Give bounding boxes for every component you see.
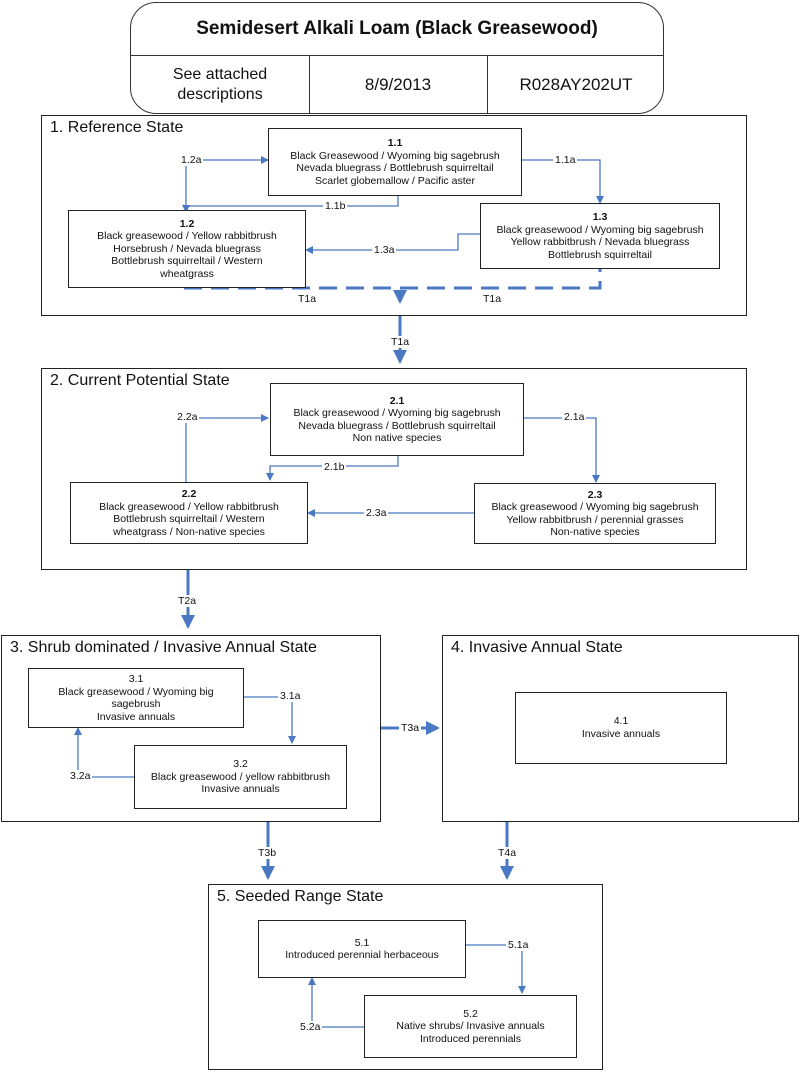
phase-line: Native shrubs/ Invasive annuals: [396, 1020, 545, 1033]
phase-line: Invasive annuals: [96, 710, 176, 723]
phase-number: 5.1: [354, 936, 370, 949]
community-phase-5-1: 5.1 Introduced perennial herbaceous: [258, 920, 466, 978]
state-5-seeded-range: 5. Seeded Range State: [208, 884, 603, 1070]
state-title: 2. Current Potential State: [50, 372, 230, 389]
community-phase-2-2: 2.2 Black greasewood / Yellow rabbitbrus…: [70, 482, 308, 544]
pathway-1-1b-line: [182, 196, 399, 213]
phase-line: Black greasewood / Wyoming big: [58, 685, 214, 698]
community-phase-3-1: 3.1 Black greasewood / Wyoming big sageb…: [28, 668, 244, 728]
community-phase-3-2: 3.2 Black greasewood / yellow rabbitbrus…: [134, 745, 347, 809]
phase-line: Introduced perennial herbaceous: [285, 949, 439, 961]
state-title: 3. Shrub dominated / Invasive Annual Sta…: [10, 639, 317, 656]
pathway-label-5-1a: 5.1a: [506, 939, 531, 951]
community-phase-5-2: 5.2 Native shrubs/ Invasive annuals Intr…: [364, 995, 577, 1058]
pathway-label-1-1a: 1.1a: [553, 154, 578, 166]
community-phase-1-2: 1.2 Black greasewood / Yellow rabbitbrus…: [68, 210, 306, 288]
pathway-label-1-2a: 1.2a: [179, 154, 204, 166]
community-phase-4-1: 4.1 Invasive annuals: [515, 692, 727, 764]
phase-number: 2.2: [181, 488, 197, 500]
phase-line: Black greasewood / Wyoming big sagebrush: [293, 407, 501, 419]
pathway-label-2-3a: 2.3a: [364, 507, 389, 519]
phase-line: Invasive annuals: [581, 727, 661, 740]
pathway-label-1-3a: 1.3a: [372, 244, 397, 256]
transition-label-t3a: T3a: [399, 722, 422, 734]
phase-number: 2.3: [587, 488, 603, 501]
phase-line: Bottlebrush squirreltail: [548, 248, 652, 261]
state-title: 4. Invasive Annual State: [451, 639, 623, 656]
community-phase-1-1: 1.1 Black Greasewood / Wyoming big sageb…: [268, 128, 522, 196]
phase-line: Black Greasewood / Wyoming big sagebrush: [290, 149, 500, 162]
community-phase-1-3: 1.3 Black greasewood / Wyoming big sageb…: [480, 203, 720, 269]
pathway-label-5-2a: 5.2a: [298, 1021, 323, 1033]
phase-number: 5.2: [463, 1007, 478, 1020]
transition-label-t2a: T2a: [176, 595, 199, 607]
phase-line: Black greasewood / Wyoming big sagebrush: [491, 501, 699, 513]
diagram-header: Semidesert Alkali Loam (Black Greasewood…: [130, 2, 664, 114]
phase-line: Nevada bluegrass / Bottlebrush squirrelt…: [298, 419, 496, 432]
state-4-invasive-annual: 4. Invasive Annual State: [442, 635, 799, 822]
phase-line: sagebrush: [111, 698, 161, 710]
pathway-label-2-2a: 2.2a: [175, 411, 200, 423]
phase-line: Scarlet globemallow / Pacific aster: [315, 174, 475, 187]
phase-line: Bottlebrush squirreltail / Western: [111, 255, 263, 268]
transition-label-t1a: T1a: [389, 336, 412, 348]
pathway-2-1a-line: [524, 417, 600, 483]
community-phase-2-3: 2.3 Black greasewood / Wyoming big sageb…: [474, 483, 716, 544]
phase-line: Black greasewood / Yellow rabbitbrush: [99, 500, 279, 513]
diagram-date: 8/9/2013: [309, 55, 488, 113]
pathway-1-1a-line: [522, 159, 604, 204]
phase-line: Black greasewood / Wyoming big sagebrush: [496, 223, 704, 236]
pathway-label-2-1b: 2.1b: [322, 461, 347, 473]
phase-line: Non-native species: [550, 526, 640, 538]
phase-number: 2.1: [389, 394, 405, 407]
phase-line: Non native species: [352, 432, 442, 444]
transition-label-t4a: T4a: [496, 847, 519, 859]
phase-line: Yellow rabbitbrush / Nevada bluegrass: [510, 236, 690, 248]
phase-line: Black greasewood / yellow rabbitbrush: [150, 770, 331, 783]
phase-number: 1.3: [592, 211, 608, 223]
phase-line: Introduced perennials: [420, 1032, 521, 1045]
phase-line: Yellow rabbitbrush / perennial grasses: [506, 513, 684, 526]
state-1-reference: 1. Reference State: [41, 115, 747, 316]
ecological-site-title: Semidesert Alkali Loam (Black Greasewood…: [131, 3, 663, 56]
phase-line: Black greasewood / Yellow rabbitbrush: [97, 230, 277, 243]
phase-number: 4.1: [613, 715, 629, 727]
phase-number: 1.2: [179, 217, 195, 230]
transition-label-t1a-left: T1a: [298, 293, 317, 305]
pathway-label-1-1b: 1.1b: [323, 200, 348, 212]
phase-number: 3.2: [233, 758, 248, 771]
transition-label-t3b: T3b: [256, 847, 279, 859]
phase-line: Invasive annuals: [201, 783, 280, 796]
phase-number: 3.1: [128, 673, 144, 685]
state-3-shrub-invasive-annual: 3. Shrub dominated / Invasive Annual Sta…: [1, 635, 381, 822]
pathway-label-3-2a: 3.2a: [68, 770, 93, 782]
phase-line: Bottlebrush squirreltail / Western: [113, 513, 265, 525]
pathway-label-2-1a: 2.1a: [562, 411, 587, 423]
pathway-label-3-1a: 3.1a: [278, 690, 303, 702]
phase-line: wheatgrass: [160, 267, 214, 280]
phase-line: wheatgrass / Non-native species: [113, 525, 265, 538]
phase-line: Horsebrush / Nevada bluegrass: [113, 242, 261, 255]
transition-label-t1a-right: T1a: [483, 293, 502, 305]
state-title: 5. Seeded Range State: [217, 888, 384, 905]
descriptions-note: See attached descriptions: [131, 55, 310, 113]
phase-line: Nevada bluegrass / Bottlebrush squirrelt…: [296, 162, 494, 174]
state-title: 1. Reference State: [50, 119, 184, 136]
transition-t1a-dashed-line: [184, 268, 602, 290]
ecological-site-id: R028AY202UT: [519, 75, 633, 94]
state-2-current-potential: 2. Current Potential State: [41, 368, 747, 570]
phase-number: 1.1: [387, 137, 403, 149]
community-phase-2-1: 2.1 Black greasewood / Wyoming big sageb…: [270, 383, 524, 456]
